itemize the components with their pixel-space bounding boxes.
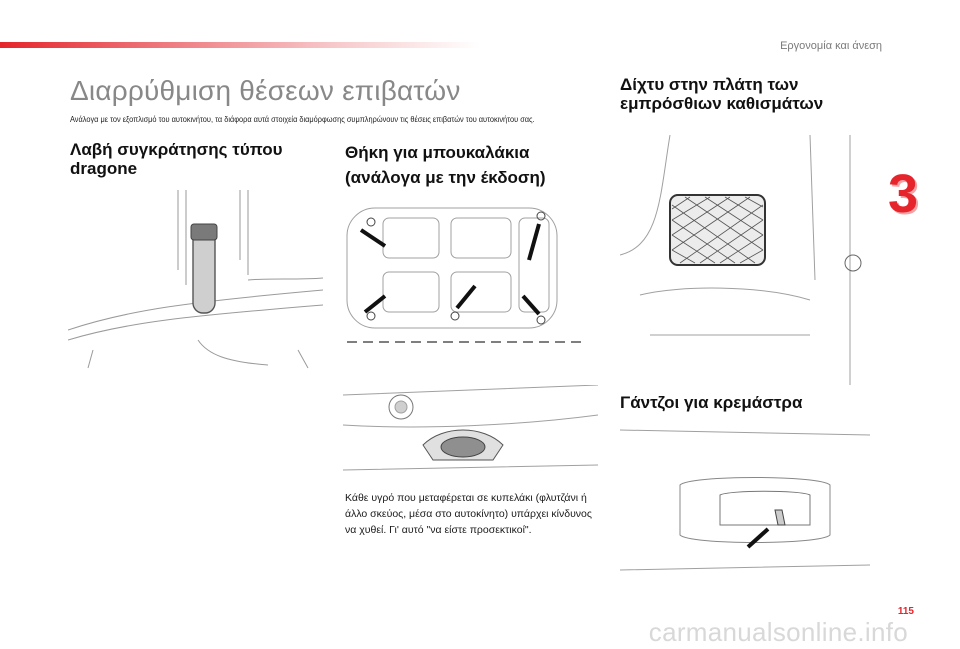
page-title: Διαρρύθμιση θέσεων επιβατών xyxy=(70,75,461,106)
seatback-net-illustration xyxy=(620,135,870,385)
watermark: carmanualsonline.info xyxy=(648,617,908,647)
header-accent-bar xyxy=(0,42,480,48)
grab-handle-illustration xyxy=(68,190,323,370)
page-number: 115 xyxy=(897,606,914,617)
cup-holder-illustration xyxy=(343,385,598,480)
cup-holders-heading: Θήκη για μπουκαλάκια (ανάλογα με την έκδ… xyxy=(345,143,546,187)
cup-holders-warning-text: Κάθε υγρό που μεταφέρεται σε κυπελάκι (φ… xyxy=(345,492,592,536)
vehicle-top-view-illustration xyxy=(343,200,593,360)
seatback-net-heading: Δίχτυ στην πλάτη των εμπρόσθιων καθισμάτ… xyxy=(620,75,824,113)
running-header: Εργονομία και άνεση xyxy=(780,40,882,52)
grab-handle-heading: Λαβή συγκράτησης τύπου dragone xyxy=(70,140,283,178)
coat-hook-illustration xyxy=(620,425,870,575)
chapter-number: 3 xyxy=(888,164,919,224)
coat-hooks-heading: Γάντζοι για κρεμάστρα xyxy=(620,393,803,412)
page-subtitle: Ανάλογα με τον εξοπλισμό του αυτοκινήτου… xyxy=(70,114,535,124)
